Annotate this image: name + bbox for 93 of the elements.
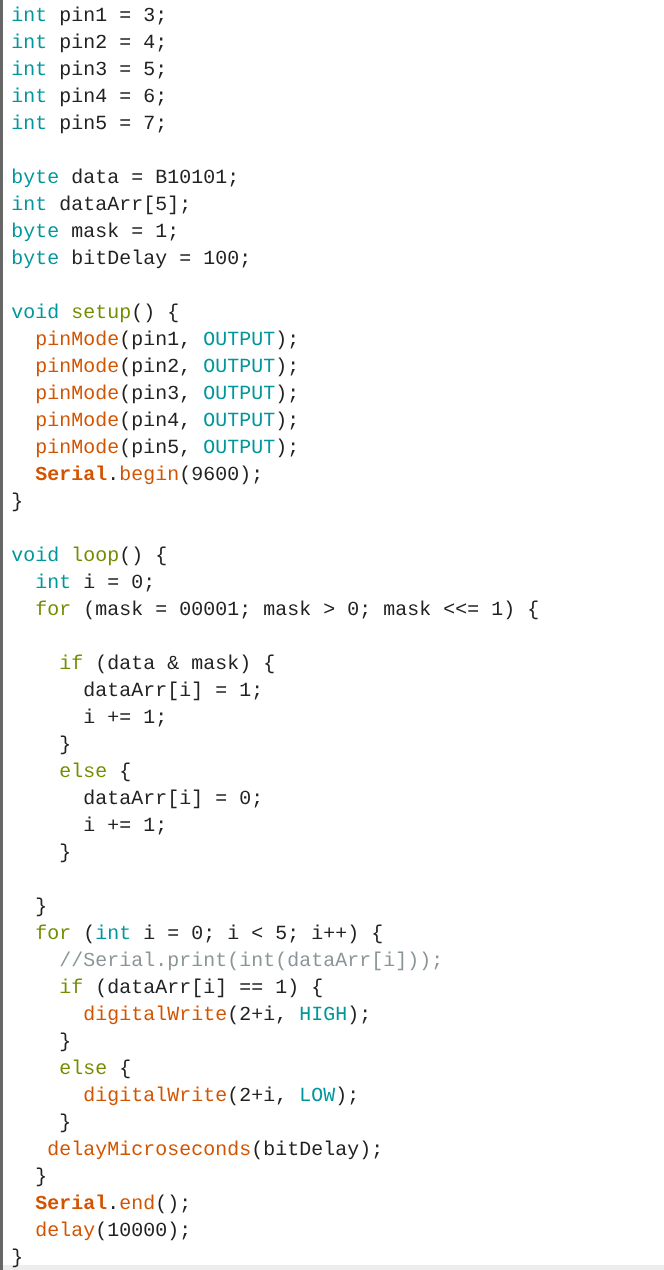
code-text: { xyxy=(121,762,130,782)
code-text: OUTPUT xyxy=(204,358,275,373)
code-text: (pin2, xyxy=(122,357,186,377)
code-text: if xyxy=(60,978,82,993)
code-text: dataArr[5]; xyxy=(60,195,187,215)
code-text: i = 0; xyxy=(84,573,151,592)
code-text: void xyxy=(11,546,58,562)
code-text: (data & mask) { xyxy=(98,654,274,674)
code-text: if xyxy=(60,654,82,669)
code-text: (); xyxy=(158,1194,187,1214)
code-text: mask = 1; xyxy=(72,222,175,241)
code-text: () { xyxy=(122,546,166,566)
code-text: ); xyxy=(278,330,295,350)
code-text: pin3 = 5; xyxy=(60,60,163,80)
code-text: pinMode xyxy=(36,357,118,377)
code-text: } xyxy=(60,843,69,863)
code-text: (10000); xyxy=(98,1221,187,1241)
code-text: OUTPUT xyxy=(204,385,275,400)
code-text: int xyxy=(12,195,46,211)
code-text: digitalWrite xyxy=(84,1086,226,1106)
code-text: HIGH xyxy=(300,1006,346,1021)
code-text: i += 1; xyxy=(84,708,163,727)
code-text: (pin3, xyxy=(122,384,186,404)
code-text: byte xyxy=(12,222,58,242)
code-text: else xyxy=(60,762,106,778)
code-text: } xyxy=(36,897,45,917)
code-text: ); xyxy=(338,1086,355,1106)
code-text: } xyxy=(36,1167,45,1187)
code-text: Serial xyxy=(35,465,107,481)
code-text: } xyxy=(60,1032,69,1052)
code-text: for xyxy=(36,600,70,616)
code-text: ); xyxy=(278,438,295,458)
code-text: ( xyxy=(86,924,92,944)
code-text: int xyxy=(12,60,46,76)
code-text: . xyxy=(112,477,115,480)
code-text: int xyxy=(12,33,46,49)
code-text: void xyxy=(11,303,58,319)
code-text: bitDelay = 100; xyxy=(72,249,247,269)
code-text: (pin5, xyxy=(122,438,186,458)
code-text: i = 0; i < 5; i++) { xyxy=(144,924,382,944)
code-text: (dataArr[i] == 1) { xyxy=(98,978,322,998)
code-text: LOW xyxy=(301,1087,336,1102)
code-text: pinMode xyxy=(36,384,118,404)
code-text: dataArr[i] = 1; xyxy=(84,681,259,701)
code-text: (pin4, xyxy=(122,411,186,431)
code-text: pin1 = 3; xyxy=(60,6,163,26)
code-text: data = B10101; xyxy=(72,168,235,187)
code-text: begin xyxy=(120,465,178,485)
code-text: pinMode xyxy=(36,330,118,350)
code-text: pinMode xyxy=(36,411,118,431)
code-text: //Serial.print(int(dataArr[i])); xyxy=(60,951,439,971)
code-text: int xyxy=(12,87,46,103)
code-text: end xyxy=(120,1194,154,1210)
code-text: int xyxy=(12,6,46,22)
code-text: pin4 = 6; xyxy=(60,87,163,107)
code-text: byte xyxy=(12,168,58,188)
code-text: (9600); xyxy=(182,465,259,485)
code-text: dataArr[i] = 0; xyxy=(84,789,259,809)
code-text: delayMicroseconds xyxy=(48,1140,250,1160)
code-text: } xyxy=(60,735,69,755)
code-text: (bitDelay); xyxy=(254,1140,379,1160)
code-text: int xyxy=(12,114,46,130)
code-text: (2+i, xyxy=(230,1005,282,1025)
code-text: OUTPUT xyxy=(204,412,275,427)
code-text: (pin1, xyxy=(122,330,186,350)
code-text: () { xyxy=(134,303,178,323)
code-text: OUTPUT xyxy=(204,439,275,454)
code-text: } xyxy=(12,492,21,512)
code-text: Serial xyxy=(35,1194,107,1210)
code-text: setup xyxy=(72,304,130,323)
code-text: ); xyxy=(278,411,295,431)
code-text: else xyxy=(60,1059,106,1075)
code-text: ); xyxy=(350,1005,367,1025)
code-text: int xyxy=(96,924,130,940)
code-text: digitalWrite xyxy=(84,1005,226,1025)
code-text: pin5 = 7; xyxy=(60,114,163,134)
code-text: } xyxy=(12,1248,21,1268)
code-text: . xyxy=(112,1206,115,1209)
code-text: for xyxy=(36,924,70,940)
code-text: OUTPUT xyxy=(204,331,275,346)
code-text: i += 1; xyxy=(84,816,163,835)
code-text: { xyxy=(121,1059,130,1079)
code-text: loop xyxy=(73,546,118,566)
code-text: (mask = 00001; mask > 0; mask <<= 1) { xyxy=(86,600,538,620)
code-text: ); xyxy=(278,384,295,404)
code-text: byte xyxy=(12,249,58,269)
code-text: } xyxy=(60,1113,69,1133)
code-text: pin2 = 4; xyxy=(60,33,163,53)
code-text: ); xyxy=(278,357,295,377)
code-text: int xyxy=(36,573,70,589)
code-text: pinMode xyxy=(36,438,118,458)
code-text: (2+i, xyxy=(230,1086,282,1106)
code-text: delay xyxy=(36,1221,95,1241)
